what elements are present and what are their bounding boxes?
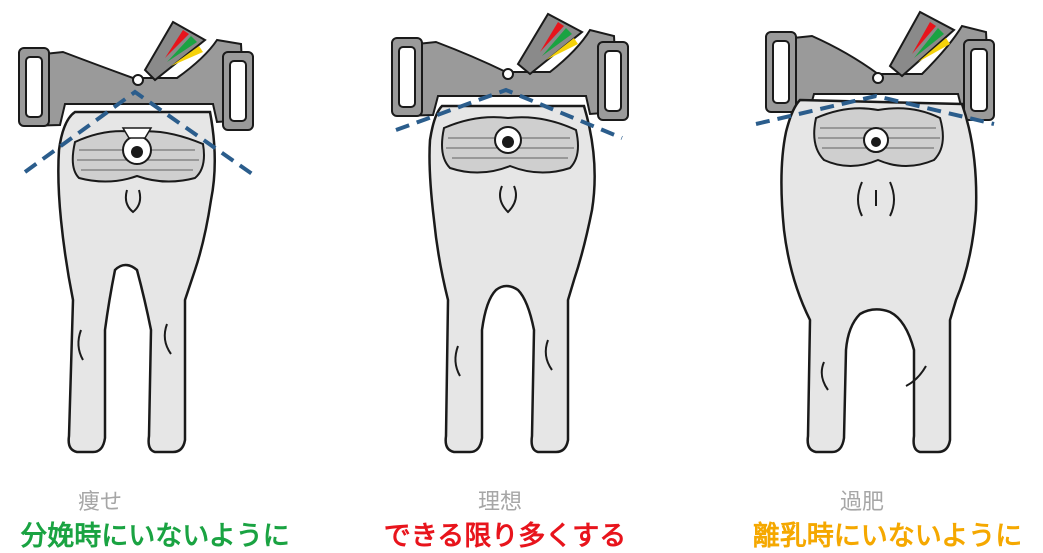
back-slope-dashed-line [23,89,257,178]
condition-label-thin: 痩せ [77,490,122,515]
sow-figure-thin [5,0,265,470]
note-label-thin: 分娩時にいないように [20,521,290,552]
leg-crease-left [820,361,829,391]
leg-crease-right [163,323,172,355]
back-slope-dashed-line [755,93,995,126]
vulva [124,189,142,214]
leg-crease-left [454,345,461,377]
note-label-ideal: できる限り多くする [383,521,627,552]
leg-crease-left [77,329,84,361]
condition-label-ideal: 理想 [477,490,522,515]
caliper-tool [18,20,254,131]
sow-body-outline [780,98,978,454]
leg-crease-right [905,365,927,387]
caliper-color-zones [540,22,578,60]
sow-figure-ideal [378,0,638,470]
sow-body-outline [428,104,596,454]
vulva [499,185,517,214]
sow-illustration-ideal [391,12,629,454]
loin-cross-section [813,107,944,167]
loin-cross-section [71,127,205,183]
condition-label-fat: 過肥 [839,490,884,515]
back-slope-dashed-line [395,87,623,140]
caliper-color-zones [912,22,950,62]
note-label-fat: 離乳時にいないように [752,521,1023,552]
sow-figure-fat [750,0,1010,470]
sow-illustration-thin [18,20,257,454]
caliper-tool [391,12,629,121]
sow-body-outline [57,110,216,454]
sow-illustration-fat [755,10,995,454]
leg-crease-right [544,339,553,371]
vulva [857,181,895,217]
loin-cross-section [441,116,579,174]
caliper-color-zones [165,30,203,66]
